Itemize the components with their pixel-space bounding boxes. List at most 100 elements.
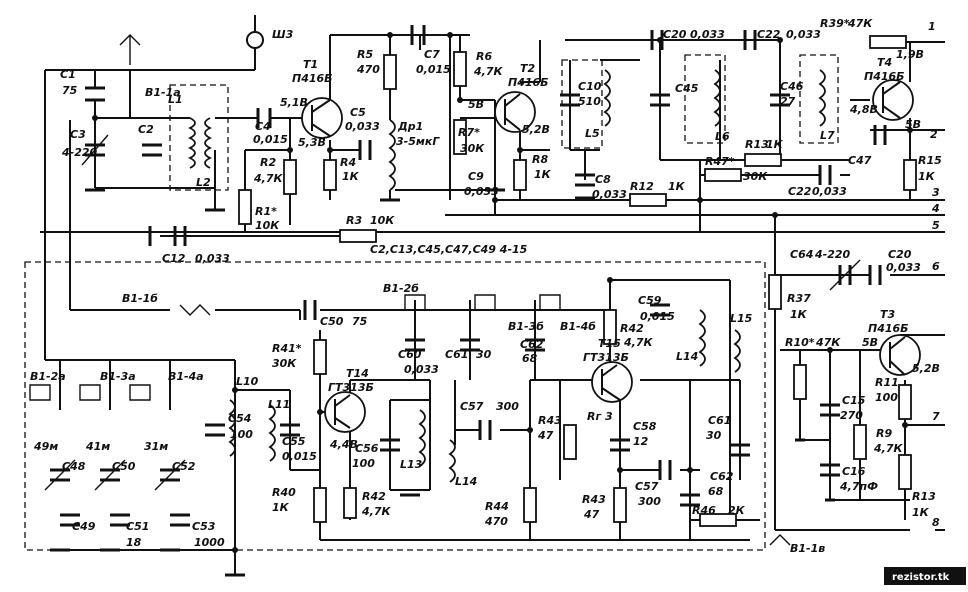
c52-ref: C55 bbox=[282, 435, 306, 448]
c15-value: 0,033 bbox=[886, 261, 921, 274]
l6-label: L6 bbox=[715, 130, 730, 143]
c61-ref: C60 bbox=[398, 348, 422, 361]
r15-value: 1К bbox=[918, 170, 936, 183]
transistor-t1-symbol bbox=[301, 97, 343, 139]
t2-type: П416Б bbox=[508, 76, 549, 89]
r40-ref: R42 bbox=[362, 490, 386, 503]
c19-ref: C46 bbox=[780, 80, 804, 93]
c12-ref: C16 bbox=[842, 465, 866, 478]
c48-value: 18 bbox=[126, 536, 142, 549]
v-t2-emitter: 5,2В bbox=[522, 123, 550, 136]
c46-ref: C49 bbox=[72, 520, 96, 533]
c58-ref: C59 bbox=[638, 294, 662, 307]
c8-ref: C8 bbox=[595, 173, 611, 186]
c1-value: 75 bbox=[62, 84, 78, 97]
switch-b1-3a: В1-3а bbox=[100, 370, 136, 383]
terminal-8: 8 bbox=[932, 516, 940, 529]
oscillator-section-frame bbox=[24, 261, 766, 551]
terminal-1: 1 bbox=[928, 20, 936, 33]
c18-ref: C45 bbox=[675, 82, 699, 95]
c11-value: 270 bbox=[840, 409, 863, 422]
r10-value: 47К bbox=[815, 336, 841, 349]
resistor-r37 bbox=[768, 274, 782, 310]
c55-ref: C57 bbox=[460, 400, 484, 413]
r46-value: 2К bbox=[728, 504, 746, 517]
resistor-r43 bbox=[603, 309, 617, 345]
c47-ref: C50 bbox=[112, 460, 136, 473]
c17-value: 0,033 bbox=[786, 28, 821, 41]
r18-ref: R39* bbox=[820, 17, 850, 30]
switch-b1-2a: В1-2а bbox=[30, 370, 66, 383]
t4-ref: T4 bbox=[877, 56, 892, 69]
l7-screen bbox=[799, 54, 839, 144]
c9-ref: C9 bbox=[468, 170, 484, 183]
r10-ref: R10* bbox=[785, 336, 815, 349]
c7-value: 0,015 bbox=[416, 63, 451, 76]
l12-label: L13 bbox=[400, 458, 423, 471]
r43-ref: R42 bbox=[620, 322, 644, 335]
c61-value: 0,033 bbox=[404, 363, 439, 376]
c22-ref: C47 bbox=[848, 154, 872, 167]
c11-ref: C15 bbox=[842, 394, 866, 407]
resistor-r44 bbox=[613, 487, 627, 523]
r44-value: 47 bbox=[583, 508, 600, 521]
c64-value: 4-220 bbox=[814, 248, 851, 261]
c54-ref: C50 bbox=[320, 315, 344, 328]
resistor-r13 bbox=[629, 193, 667, 207]
resistor-r3 bbox=[339, 229, 377, 243]
t2-ref: T2 bbox=[520, 62, 536, 75]
l11-label: L11 bbox=[268, 398, 290, 411]
r13-value: 1К bbox=[668, 180, 686, 193]
r38-ref: R40 bbox=[272, 486, 296, 499]
r5-ref: R5 bbox=[357, 48, 373, 61]
c59-ref: C61 bbox=[708, 414, 731, 427]
switch-contacts bbox=[29, 34, 791, 546]
resistor-r38 bbox=[313, 487, 327, 523]
resistor-r39 bbox=[313, 339, 327, 375]
resistor-r5 bbox=[383, 54, 397, 90]
switch-b1-4a: В1-4а bbox=[168, 370, 204, 383]
r4-value: 1К bbox=[342, 170, 360, 183]
c64-ref: C64 bbox=[790, 248, 813, 261]
v-t4-base: 4,8В bbox=[849, 103, 878, 116]
terminal-4: 4 bbox=[931, 202, 940, 215]
c15-ref: C20 bbox=[888, 248, 912, 261]
c5-ref: C5 bbox=[350, 106, 366, 119]
r9-ref: R9 bbox=[876, 427, 892, 440]
t3-ref: T3 bbox=[880, 308, 896, 321]
c12-value: 4,7пФ bbox=[839, 480, 878, 493]
c20-ref: C22 bbox=[788, 185, 812, 198]
r1-ref: R1* bbox=[255, 205, 277, 218]
c56-value: 300 bbox=[638, 495, 661, 508]
c4-ref: C4 bbox=[255, 120, 271, 133]
inductor-coils bbox=[187, 69, 826, 483]
transistor-t4-symbol bbox=[872, 79, 914, 121]
terminal-7: 7 bbox=[932, 410, 940, 423]
r11-ref: R11 bbox=[875, 376, 899, 389]
resistor-r47 bbox=[704, 168, 742, 182]
c50-value: 1000 bbox=[194, 536, 225, 549]
c62-value: 30 bbox=[476, 348, 492, 361]
t1-ref: T1 bbox=[303, 58, 318, 71]
r8-value: 1К bbox=[534, 168, 552, 181]
r4-ref: R4 bbox=[340, 156, 356, 169]
r39-ref: R41* bbox=[272, 342, 302, 355]
c6-ref: C12 bbox=[162, 252, 186, 265]
transistor-t15-symbol bbox=[591, 361, 633, 403]
r1-value: 10К bbox=[255, 219, 280, 232]
switch-b1-1a: В1-1а bbox=[145, 86, 181, 99]
r41-ref: R43 bbox=[538, 414, 562, 427]
r41-value: 47 bbox=[537, 429, 554, 442]
c50-ref: C53 bbox=[192, 520, 216, 533]
dr1-note: 3-5мкГ bbox=[396, 135, 440, 148]
r8-ref: R8 bbox=[532, 153, 548, 166]
watermark-text: rezistor.tk bbox=[892, 572, 950, 583]
transistor-t3-symbol bbox=[879, 334, 921, 376]
c10-value: 510 bbox=[578, 95, 601, 108]
terminal-6: 6 bbox=[932, 260, 940, 273]
r37-ref: R37 bbox=[787, 292, 811, 305]
c6-value: 0,033 bbox=[195, 252, 230, 265]
c2-ref: C2 bbox=[138, 123, 154, 136]
r12-value: 1К bbox=[912, 506, 930, 519]
resistor-r9 bbox=[853, 424, 867, 460]
